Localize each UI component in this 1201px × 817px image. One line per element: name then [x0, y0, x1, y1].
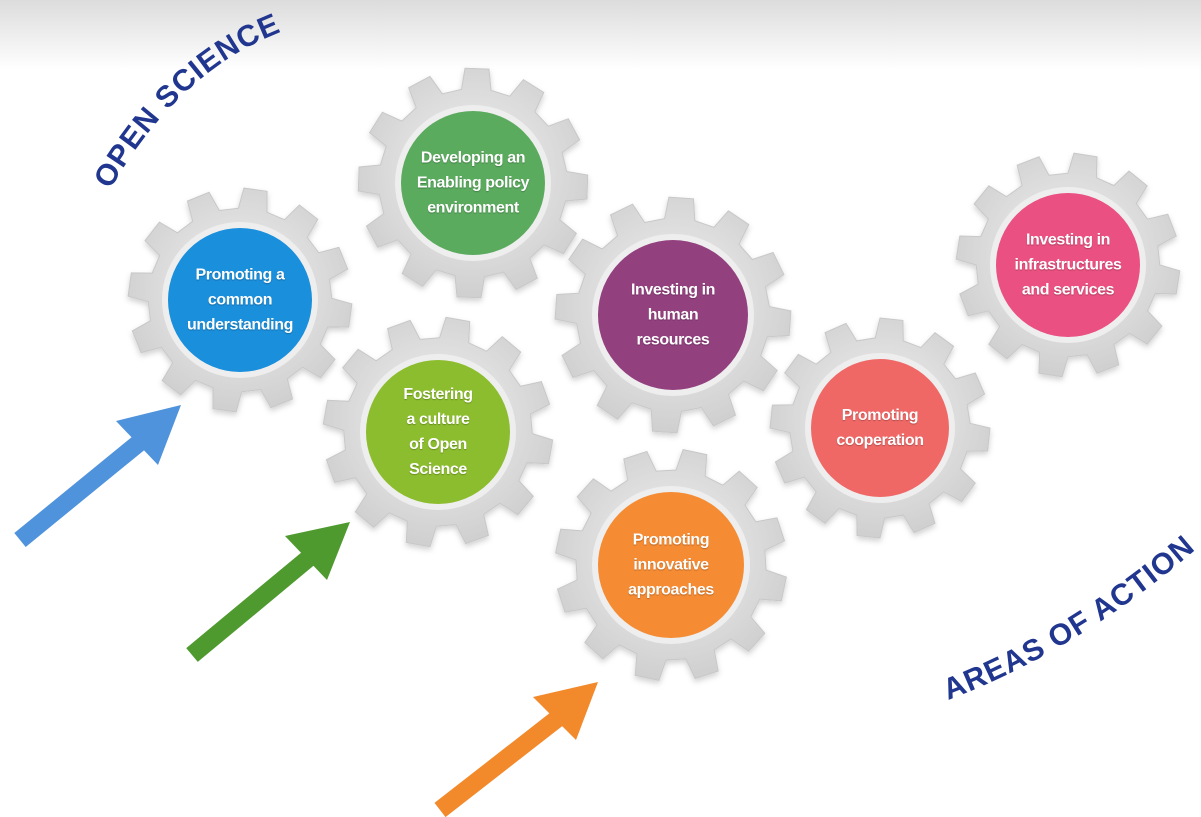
area-label-line: Promoting [841, 407, 919, 424]
area-label-promoting-common-understanding: Promoting a common understanding [187, 263, 293, 338]
area-label-line: Promoting [632, 531, 710, 549]
arrow-green [186, 522, 350, 662]
area-label-line: environment [427, 199, 519, 217]
area-label-line: Promoting a [195, 266, 285, 284]
gear-enabling-policy-environment [357, 67, 589, 299]
area-label-line: Fostering [403, 386, 473, 403]
area-circle [366, 360, 510, 504]
area-circle [168, 228, 312, 372]
gear-investing-infrastructures-services [955, 152, 1181, 378]
area-label-line: approaches [628, 581, 714, 599]
top-shading [0, 0, 1201, 70]
area-label-enabling-policy-environment: Developing an Enabling policy environment [416, 146, 530, 221]
gear-investing-human-resources [554, 196, 792, 434]
area-circle [598, 240, 748, 390]
area-label-investing-human-resources: Investing in human resources [630, 278, 716, 353]
area-label-promoting-innovative-approaches: Promoting innovative approaches [628, 528, 714, 603]
area-circle [996, 193, 1140, 337]
areas-of-action-heading: AREAS OF ACTION [938, 529, 1201, 707]
gear-promoting-innovative-approaches [555, 449, 787, 681]
area-circle [401, 111, 545, 255]
area-label-line: Developing an [420, 149, 526, 167]
area-circle [598, 492, 744, 638]
area-label-line: Investing in [1025, 231, 1111, 249]
area-label-line: Investing in [630, 281, 716, 299]
arrow-blue [14, 405, 181, 547]
area-label-promoting-cooperation: Promoting cooperation [836, 403, 924, 453]
area-label-line: innovative [633, 556, 709, 574]
area-label-line: a culture [406, 411, 470, 428]
area-label-line: cooperation [836, 432, 924, 449]
arrow-orange [434, 682, 598, 817]
gear-promoting-cooperation [769, 317, 991, 539]
open-science-heading: OPEN SCIENCE [88, 7, 285, 193]
area-label-line: Enabling policy [416, 174, 530, 192]
area-label-line: human [647, 306, 699, 324]
area-label-line: resources [636, 331, 710, 349]
area-label-line: of Open [409, 436, 467, 453]
area-label-line: common [207, 291, 273, 309]
gear-fostering-culture [322, 316, 554, 548]
area-label-line: Science [409, 461, 467, 478]
area-label-line: infrastructures [1014, 256, 1122, 274]
gear-promoting-common-understanding [127, 187, 353, 413]
area-label-investing-infrastructures-services: Investing in infrastructures and services [1015, 228, 1122, 303]
area-label-line: and services [1021, 281, 1115, 299]
area-circle [811, 359, 949, 497]
area-label-line: understanding [187, 316, 293, 334]
